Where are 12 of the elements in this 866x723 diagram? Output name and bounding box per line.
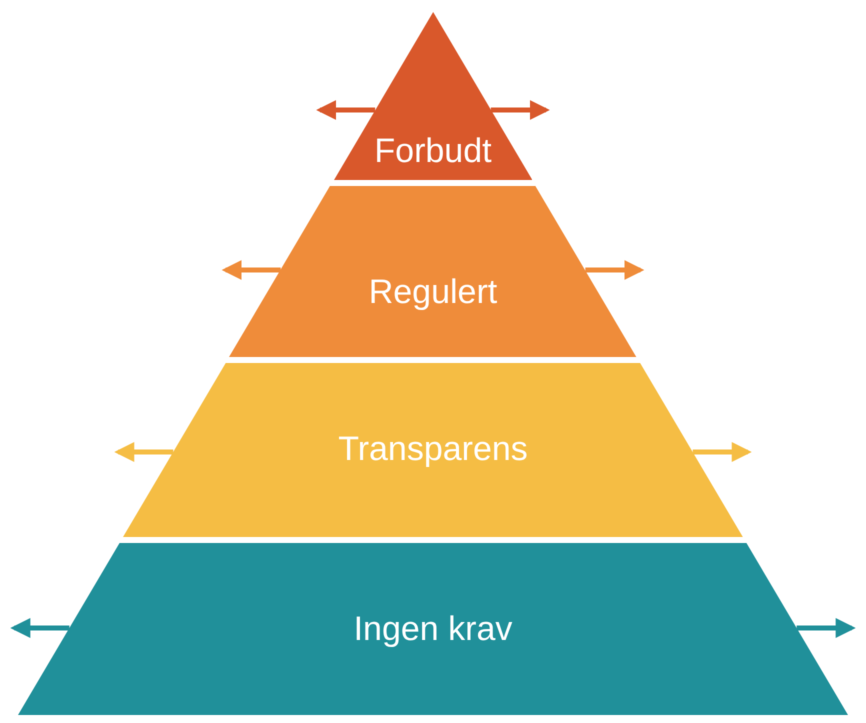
arrow	[585, 260, 644, 280]
arrow	[316, 100, 376, 120]
tier-label: Forbudt	[374, 132, 492, 171]
arrow	[222, 260, 281, 280]
arrow	[114, 442, 174, 462]
tier-label: Ingen krav	[354, 610, 512, 649]
tier-label: Regulert	[368, 273, 498, 312]
arrow	[490, 100, 550, 120]
tier-label: Transparens	[338, 430, 528, 469]
arrow	[10, 618, 70, 638]
arrow	[692, 442, 752, 462]
arrow	[796, 618, 856, 638]
